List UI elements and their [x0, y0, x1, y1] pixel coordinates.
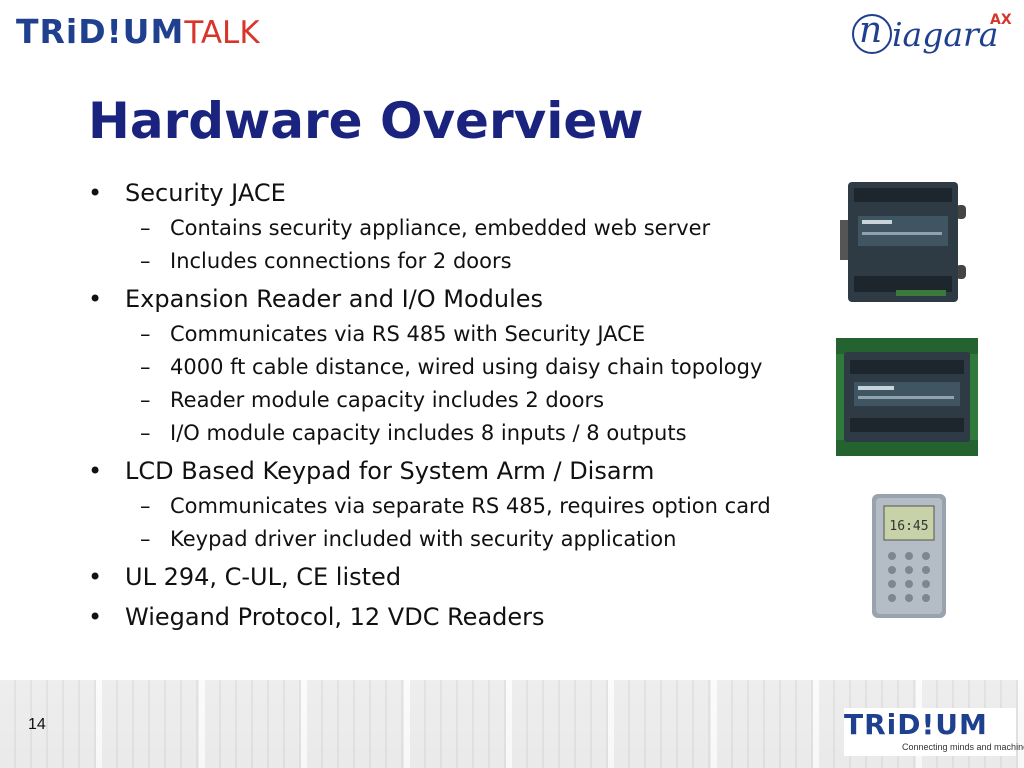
niagara-ax-logo: n iagara AX [852, 10, 1012, 60]
page-number: 14 [28, 716, 46, 733]
bullet-text: Expansion Reader and I/O Modules [125, 285, 544, 313]
dash-icon: – [140, 421, 151, 445]
sub-bullet-text: Reader module capacity includes 2 doors [170, 388, 605, 412]
bullet-list: •Security JACE–Contains security applian… [88, 176, 828, 640]
logo-brand: TRiD!UM [16, 12, 185, 51]
niagara-ax: AX [990, 12, 1012, 28]
dash-icon: – [140, 322, 151, 346]
bullet-text: Security JACE [125, 179, 286, 207]
bullet-item: • UL 294, C-UL, CE listed [88, 560, 828, 594]
security-jace-image [840, 182, 966, 302]
sub-bullet-item: –Communicates via RS 485 with Security J… [88, 320, 828, 349]
sub-bullet-item: –Reader module capacity includes 2 doors [88, 386, 828, 415]
sub-bullet-item: –Communicates via separate RS 485, requi… [88, 492, 828, 521]
sub-bullet-text: 4000 ft cable distance, wired using dais… [170, 355, 763, 379]
expansion-module-image [836, 338, 978, 456]
sub-bullet-item: –Contains security appliance, embedded w… [88, 214, 828, 243]
dash-icon: – [140, 527, 151, 551]
bullet-dot-icon: • [88, 285, 103, 313]
niagara-circle-icon [852, 14, 892, 54]
sub-bullet-text: Communicates via RS 485 with Security JA… [170, 322, 646, 346]
sub-bullet-text: Contains security appliance, embedded we… [170, 216, 711, 240]
dash-icon: – [140, 216, 151, 240]
bullet-dot-icon: • [88, 179, 103, 207]
bullet-group: • Security JACE –Contains security applian… [88, 176, 828, 276]
bullet-item: • Expansion Reader and I/O Modules [88, 282, 828, 316]
bullet-dot-icon: • [88, 457, 103, 485]
sub-bullet-text: Includes connections for 2 doors [170, 249, 512, 273]
bullet-item: • LCD Based Keypad for System Arm / Disar… [88, 454, 828, 488]
bullet-group: •Expansion Reader and I/O Modules–Commun… [88, 282, 828, 448]
dash-icon: – [140, 388, 151, 412]
bullet-group: • Wiegand Protocol, 12 VDC Readers [88, 600, 828, 634]
bullet-item: • Security JACE [88, 176, 828, 210]
bullet-group: • UL 294, C-UL, CE listed [88, 560, 828, 594]
bullet-text: UL 294, C-UL, CE listed [125, 563, 402, 591]
lcd-keypad-image: 16:45 [872, 494, 946, 618]
bullet-group: • LCD Based Keypad for System Arm / Disar… [88, 454, 828, 554]
bullet-dot-icon: • [88, 563, 103, 591]
bullet-item: • Wiegand Protocol, 12 VDC Readers [88, 600, 828, 634]
footer-logo-brand: TRiD!UM [844, 708, 988, 741]
logo-talk: TALK [184, 15, 260, 51]
slide-title: Hardware Overview [88, 92, 644, 150]
bullet-text: LCD Based Keypad for System Arm / Disarm [125, 457, 655, 485]
sub-bullet-text: Keypad driver included with security app… [170, 527, 677, 551]
bullet-text: Wiegand Protocol, 12 VDC Readers [125, 603, 545, 631]
footer-bar: 14 TRiD!UM Connecting minds and machines [0, 680, 1024, 768]
dash-icon: – [140, 494, 151, 518]
dash-icon: – [140, 249, 151, 273]
footer-tagline: Connecting minds and machines [902, 742, 1024, 752]
sub-bullet-item: –Includes connections for 2 doors [88, 247, 828, 276]
tridium-footer-logo: TRiD!UM Connecting minds and machines [844, 708, 1024, 756]
niagara-letter: n [859, 10, 883, 51]
niagara-wordmark: iagara [892, 15, 999, 54]
dash-icon: – [140, 355, 151, 379]
sub-bullet-item: –4000 ft cable distance, wired using dai… [88, 353, 828, 382]
keypad-display-text: 16:45 [889, 519, 928, 534]
bullet-dot-icon: • [88, 603, 103, 631]
sub-bullet-item: –Keypad driver included with security ap… [88, 525, 828, 554]
sub-bullet-item: –I/O module capacity includes 8 inputs /… [88, 419, 828, 448]
sub-bullet-text: I/O module capacity includes 8 inputs / … [170, 421, 687, 445]
sub-bullet-text: Communicates via separate RS 485, requir… [170, 494, 771, 518]
tridium-talk-logo: TRiD!UM TALK [16, 12, 260, 52]
